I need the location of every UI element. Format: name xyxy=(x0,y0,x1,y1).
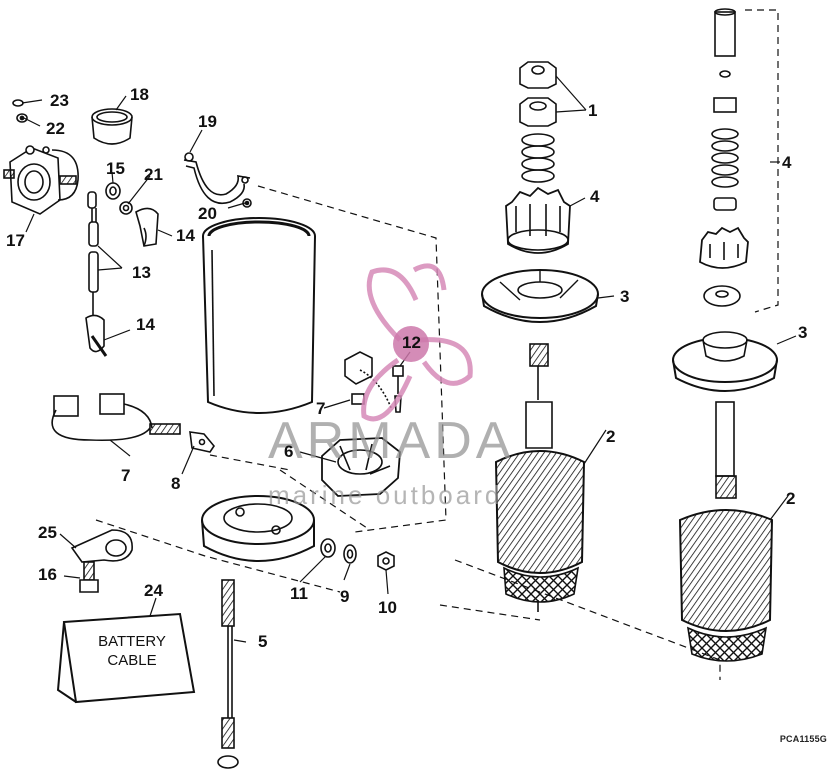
watermark-brand: ARMADA xyxy=(268,412,515,470)
callout-18: 18 xyxy=(130,85,149,104)
callout-16: 16 xyxy=(38,565,57,584)
part-25-cable-bracket xyxy=(70,529,133,563)
part-21-nut xyxy=(119,201,133,215)
callout-1: 1 xyxy=(588,101,598,120)
part-19-bracket xyxy=(183,152,251,205)
part-3-drive-end-cap xyxy=(481,269,599,323)
part-13-cables xyxy=(87,191,99,318)
part-8-terminal-clip xyxy=(189,431,215,453)
figure-code: PCA1155G xyxy=(779,734,827,744)
assembly-guide-lines xyxy=(95,9,779,680)
callout-19: 19 xyxy=(198,112,217,131)
callout-20: 20 xyxy=(198,204,217,223)
callout-22: 22 xyxy=(46,119,65,138)
battery-cable-label-text: BATTERY CABLE xyxy=(70,632,194,670)
callout-15: 15 xyxy=(106,159,125,178)
part-14-boot-lower xyxy=(85,314,108,357)
callout-8: 8 xyxy=(171,474,181,493)
callout-23: 23 xyxy=(50,91,69,110)
callout-5: 5 xyxy=(258,632,268,651)
callout-2-right: 2 xyxy=(786,489,796,508)
part-9-lockwasher xyxy=(343,544,357,564)
callout-3-right: 3 xyxy=(798,323,808,342)
battery-label-line-2: CABLE xyxy=(107,652,157,669)
callout-leader-lines xyxy=(21,75,797,643)
part-2-armature xyxy=(494,343,586,612)
callout-6: 6 xyxy=(284,442,294,461)
frame-housing xyxy=(202,217,316,414)
part-24-battery-cable-label xyxy=(56,612,196,704)
part-6-brush-holder xyxy=(321,437,401,497)
callout-14-lower: 14 xyxy=(136,315,155,334)
part-11-washer xyxy=(320,538,336,558)
callout-25: 25 xyxy=(38,523,57,542)
right-column-drive-pinion xyxy=(699,226,749,307)
callout-10: 10 xyxy=(378,598,397,617)
battery-label-line-1: BATTERY xyxy=(98,633,166,650)
part-7-brush-lower xyxy=(51,393,181,442)
callout-12: 12 xyxy=(402,333,421,352)
part-10-nut xyxy=(377,551,395,571)
callout-24: 24 xyxy=(144,581,163,600)
part-18-ring xyxy=(91,108,133,145)
right-column-drive-end-cap xyxy=(672,331,778,392)
callout-7-lower: 7 xyxy=(121,466,131,485)
callout-9: 9 xyxy=(340,587,350,606)
part-7-brush-upper xyxy=(344,351,393,411)
callout-3-middle: 3 xyxy=(620,287,630,306)
callout-17: 17 xyxy=(6,231,25,250)
part-17-solenoid xyxy=(3,145,79,215)
watermark-tagline: marine outboard xyxy=(268,480,503,510)
watermark-badge xyxy=(393,326,429,362)
watermark-propeller-logo xyxy=(361,263,473,422)
callout-13: 13 xyxy=(132,263,151,282)
part-15-lockwasher xyxy=(105,182,121,200)
callout-14-upper: 14 xyxy=(176,226,195,245)
part-1-stop-nut-spring xyxy=(519,61,557,183)
callout-4-middle: 4 xyxy=(590,187,600,206)
callout-21: 21 xyxy=(144,165,163,184)
callout-2-middle: 2 xyxy=(606,427,616,446)
part-4-drive-pinion xyxy=(505,186,571,254)
right-column-stop-nut-spring xyxy=(711,8,739,211)
callout-4-right: 4 xyxy=(782,153,792,172)
part-14-boot-upper xyxy=(135,207,159,247)
right-column-armature xyxy=(678,401,774,662)
commutator-end-cap xyxy=(201,495,315,562)
callout-7-upper: 7 xyxy=(316,399,326,418)
callout-11: 11 xyxy=(290,584,308,603)
part-16-bolt xyxy=(79,561,99,593)
part-5-through-bolt xyxy=(217,579,239,769)
